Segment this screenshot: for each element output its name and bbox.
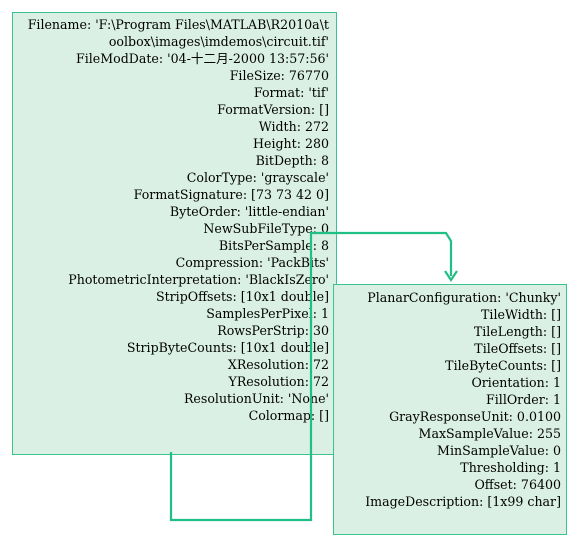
field-line-byteorder: ByteOrder: 'little-endian' [169, 204, 329, 219]
field-line-compression: Compression: 'PackBits' [175, 255, 329, 270]
field-line-xresolution: XResolution: 72 [227, 357, 329, 372]
field-line-filemoddate: FileModDate: '04-十二月-2000 13:57:56' [75, 51, 329, 66]
field-line-newsubfiletype: NewSubFileType: 0 [203, 221, 329, 236]
field-line-samplesperpixel: SamplesPerPixel: 1 [206, 306, 329, 321]
field-list-left: Filename: 'F:\Program Files\MATLAB\R2010… [13, 13, 336, 424]
info-panel-left: Filename: 'F:\Program Files\MATLAB\R2010… [12, 12, 337, 455]
field-line-offset: Offset: 76400 [474, 477, 561, 492]
field-line-minsamplevalue: MinSampleValue: 0 [437, 443, 561, 458]
field-line-rowsperstrip: RowsPerStrip: 30 [217, 323, 329, 338]
continuation-arrowhead-icon [444, 270, 458, 282]
field-line-grayresponseunit: GrayResponseUnit: 0.0100 [389, 409, 561, 424]
field-line-photometric: PhotometricInterpretation: 'BlackIsZero' [68, 272, 329, 287]
field-line-colormap: Colormap: [] [248, 408, 329, 423]
field-line-maxsamplevalue: MaxSampleValue: 255 [418, 426, 561, 441]
field-line-imagedescription: ImageDescription: [1x99 char] [365, 494, 561, 509]
field-line-colortype: ColorType: 'grayscale' [186, 170, 329, 185]
field-line-filesize: FileSize: 76770 [229, 68, 329, 83]
field-line-tilebytecounts: TileByteCounts: [] [445, 358, 561, 373]
field-line-yresolution: YResolution: 72 [228, 374, 330, 389]
field-list-right: PlanarConfiguration: 'Chunky' TileWidth:… [334, 285, 566, 510]
field-line-planarconfiguration: PlanarConfiguration: 'Chunky' [367, 290, 561, 305]
field-line-thresholding: Thresholding: 1 [460, 460, 561, 475]
field-line-formatversion: FormatVersion: [] [217, 102, 329, 117]
field-line-tilelength: TileLength: [] [473, 324, 561, 339]
field-line-width: Width: 272 [258, 119, 329, 134]
field-line-filename: Filename: 'F:\Program Files\MATLAB\R2010… [27, 17, 329, 49]
field-line-resolutionunit: ResolutionUnit: 'None' [183, 391, 329, 406]
field-line-orientation: Orientation: 1 [471, 375, 561, 390]
field-line-tilewidth: TileWidth: [] [481, 307, 561, 322]
field-line-tileoffsets: TileOffsets: [] [474, 341, 561, 356]
field-line-fillorder: FillOrder: 1 [486, 392, 561, 407]
field-line-height: Height: 280 [253, 136, 329, 151]
info-panel-right: PlanarConfiguration: 'Chunky' TileWidth:… [333, 284, 567, 535]
field-line-stripbytecounts: StripByteCounts: [10x1 double] [126, 340, 329, 355]
field-line-bitdepth: BitDepth: 8 [255, 153, 329, 168]
field-line-stripoffsets: StripOffsets: [10x1 double] [155, 289, 329, 304]
field-line-format: Format: 'tif' [253, 85, 329, 100]
field-line-formatsignature: FormatSignature: [73 73 42 0] [133, 187, 329, 202]
field-line-bitspersample: BitsPerSample: 8 [218, 238, 329, 253]
